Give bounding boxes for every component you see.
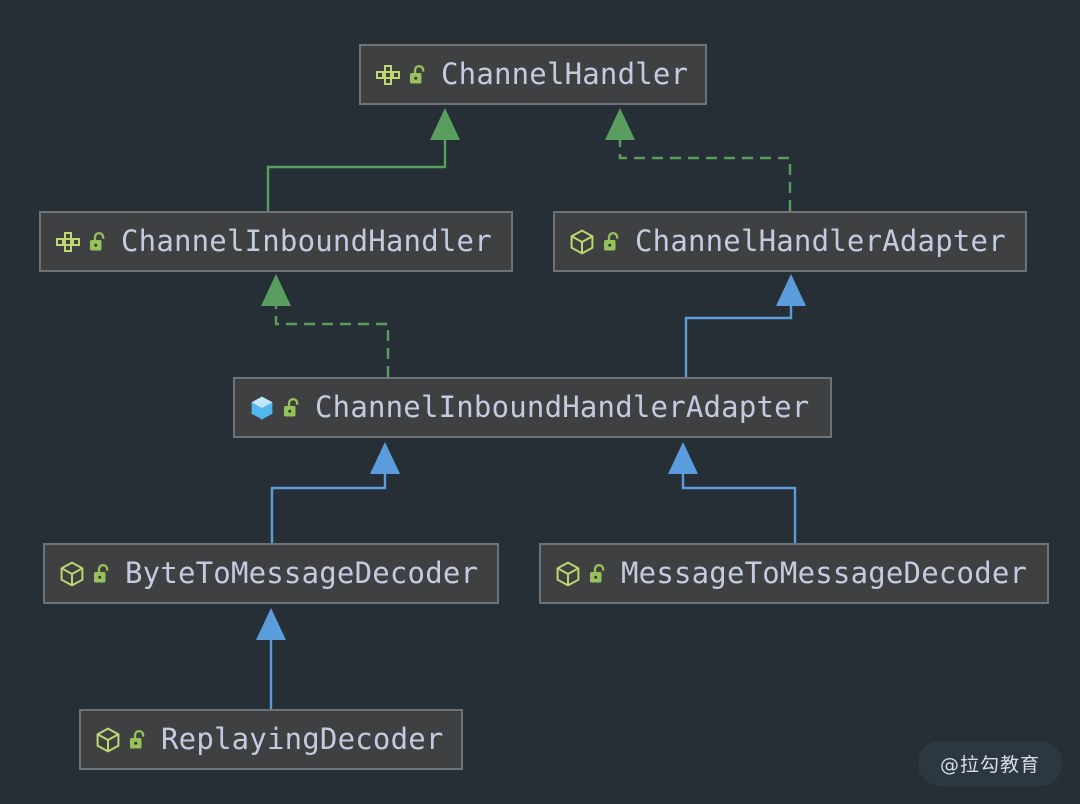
watermark-text: @拉勾教育 [939,754,1040,776]
node-icons [569,228,622,255]
class-node-channel-handler-adapter[interactable]: ChannelHandlerAdapter [553,211,1027,272]
class-node-label: ChannelHandler [441,57,689,91]
edge-arrowhead [261,274,291,306]
class-node-label: ChannelHandlerAdapter [635,224,1006,258]
edge-edge-inboundadapter-extends-adapter [684,274,806,377]
class-cube-icon [96,726,120,753]
class-node-byte-to-message-decoder[interactable]: ByteToMessageDecoder [43,543,499,604]
edge-edge-inbound-extends-handler [266,108,460,211]
class-cube-icon [570,228,594,255]
edge-arrowhead [605,108,635,140]
class-cube-icon [251,396,273,419]
node-icons [249,395,302,421]
edge-edge-message-extends-inboundadapter [668,442,797,543]
class-cube-icon [60,560,84,587]
edge-arrowhead [256,608,286,640]
edge-arrowhead [668,442,698,474]
class-node-label: ByteToMessageDecoder [125,556,479,590]
edge-edge-adapter-implements-handler [605,108,792,211]
class-node-label: MessageToMessageDecoder [621,556,1028,590]
class-node-channel-handler[interactable]: ChannelHandler [359,44,707,105]
node-icons [55,229,108,255]
edge-edge-byte-extends-inboundadapter [270,442,400,543]
interface-icon [376,64,400,85]
edge-edge-inboundadapter-implements-inbound [261,274,390,377]
node-icons [555,560,608,587]
node-icons [95,726,148,753]
edge-arrowhead [776,274,806,306]
watermark-badge: @拉勾教育 [917,741,1062,786]
class-node-label: ReplayingDecoder [161,722,444,756]
edge-edge-replaying-extends-byte [256,608,286,709]
class-node-channel-inbound-handler-adapter[interactable]: ChannelInboundHandlerAdapter [233,377,832,438]
unlocked-padlock-icon [604,231,619,250]
class-node-label: ChannelInboundHandlerAdapter [315,390,810,424]
node-icons [59,560,112,587]
edge-arrowhead [430,108,460,140]
class-node-label: ChannelInboundHandler [121,224,492,258]
class-cube-icon [556,560,580,587]
unlocked-padlock-icon [410,64,425,83]
unlocked-padlock-icon [94,563,109,582]
unlocked-padlock-icon [284,397,299,416]
class-node-channel-inbound-handler[interactable]: ChannelInboundHandler [39,211,513,272]
interface-icon [56,231,80,252]
edge-arrowhead [370,442,400,474]
node-icons [375,62,428,88]
class-node-message-to-message-decoder[interactable]: MessageToMessageDecoder [539,543,1049,604]
unlocked-padlock-icon [130,729,145,748]
class-node-replaying-decoder[interactable]: ReplayingDecoder [79,709,463,770]
unlocked-padlock-icon [590,563,605,582]
unlocked-padlock-icon [90,231,105,250]
